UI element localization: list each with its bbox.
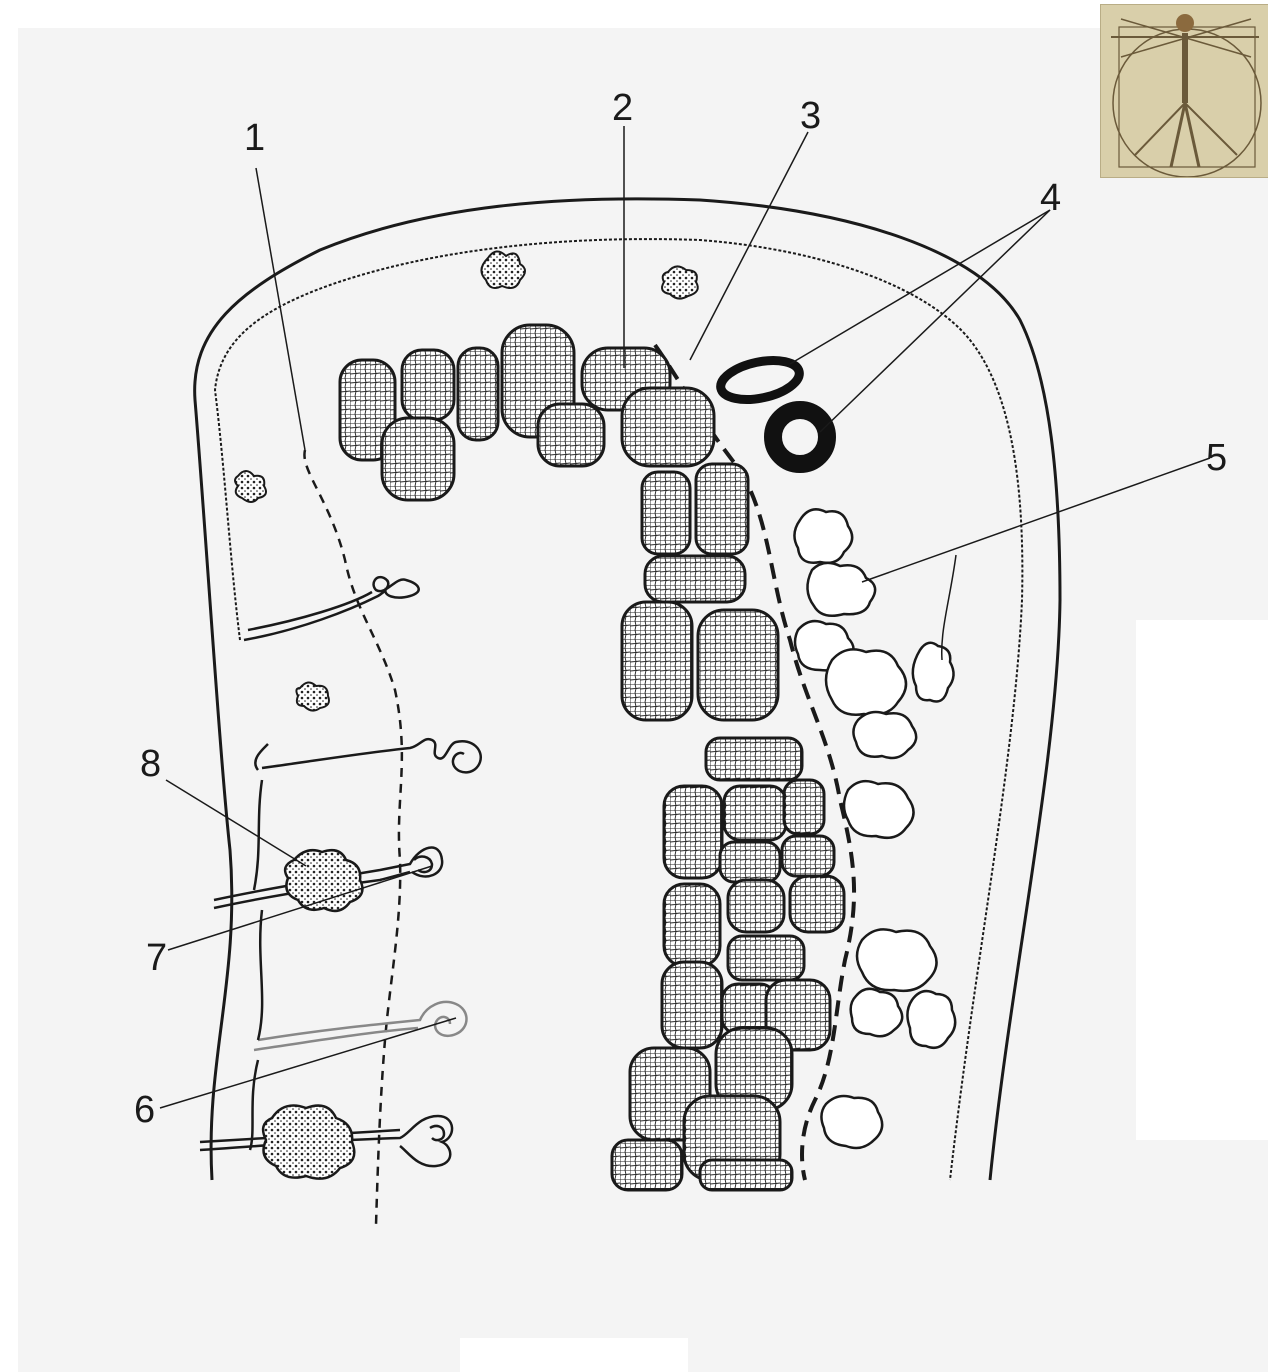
- label-5: 5: [1206, 437, 1227, 479]
- label-7: 7: [146, 937, 167, 979]
- label-3: 3: [800, 95, 821, 137]
- vessel-oval: [717, 354, 803, 406]
- cell-mass-column: [340, 325, 844, 1190]
- label-1: 1: [244, 117, 265, 159]
- ganglia: [263, 850, 362, 1178]
- scan-blank-strip: [460, 1338, 688, 1372]
- label-6: 6: [134, 1089, 155, 1131]
- vessel-round: [773, 410, 827, 464]
- vitruvian-man-thumbnail: [1100, 4, 1268, 178]
- label-4: 4: [1040, 177, 1061, 219]
- label-8: 8: [140, 743, 161, 785]
- label-2: 2: [612, 87, 633, 129]
- vitruvian-man-icon: [1101, 5, 1268, 177]
